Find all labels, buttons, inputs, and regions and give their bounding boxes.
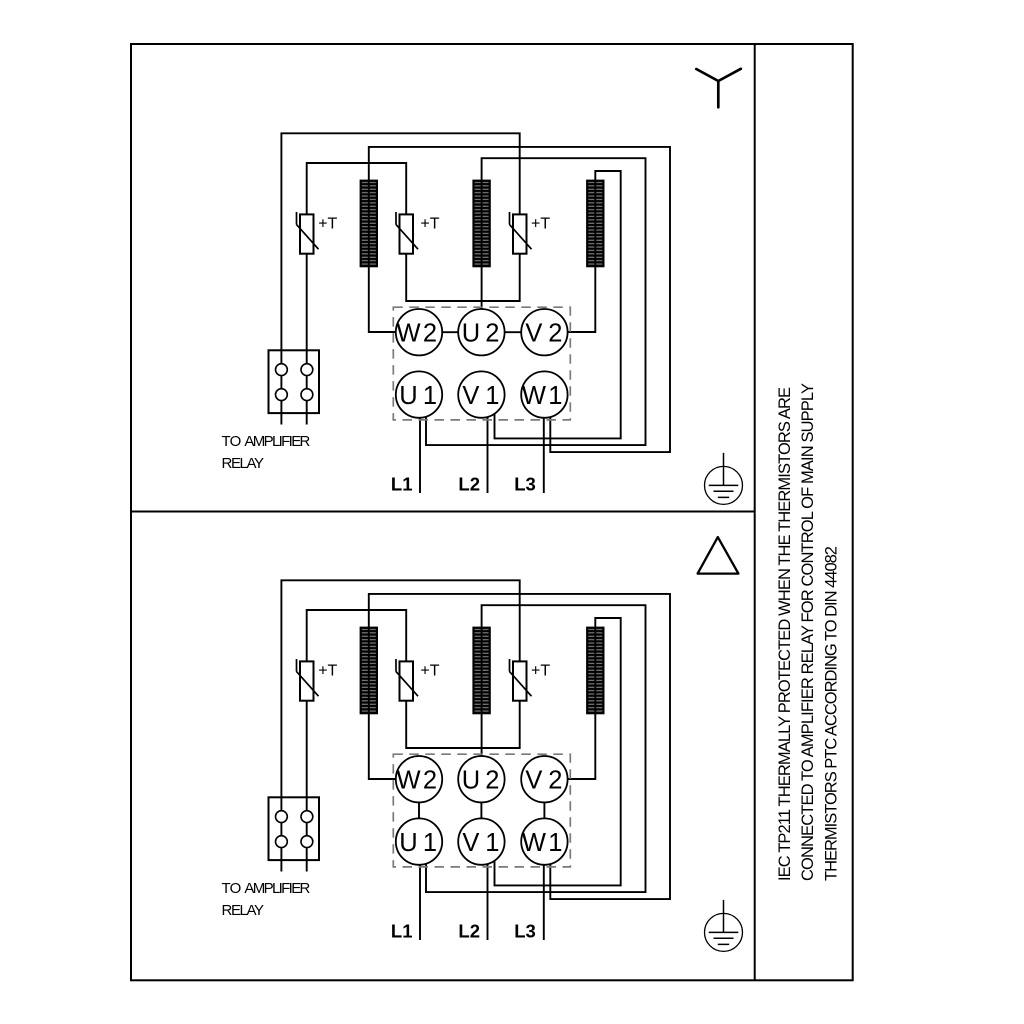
svg-text:THERMISTORS PTC ACCORDING TO D: THERMISTORS PTC ACCORDING TO DIN 44082: [822, 546, 840, 881]
svg-text:IEC TP211 THERMALLY PROTECTED: IEC TP211 THERMALLY PROTECTED WHEN THE T…: [776, 387, 794, 881]
svg-text:CONNECTED TO AMPLIFIER RELAY F: CONNECTED TO AMPLIFIER RELAY FOR CONTROL…: [799, 383, 817, 881]
